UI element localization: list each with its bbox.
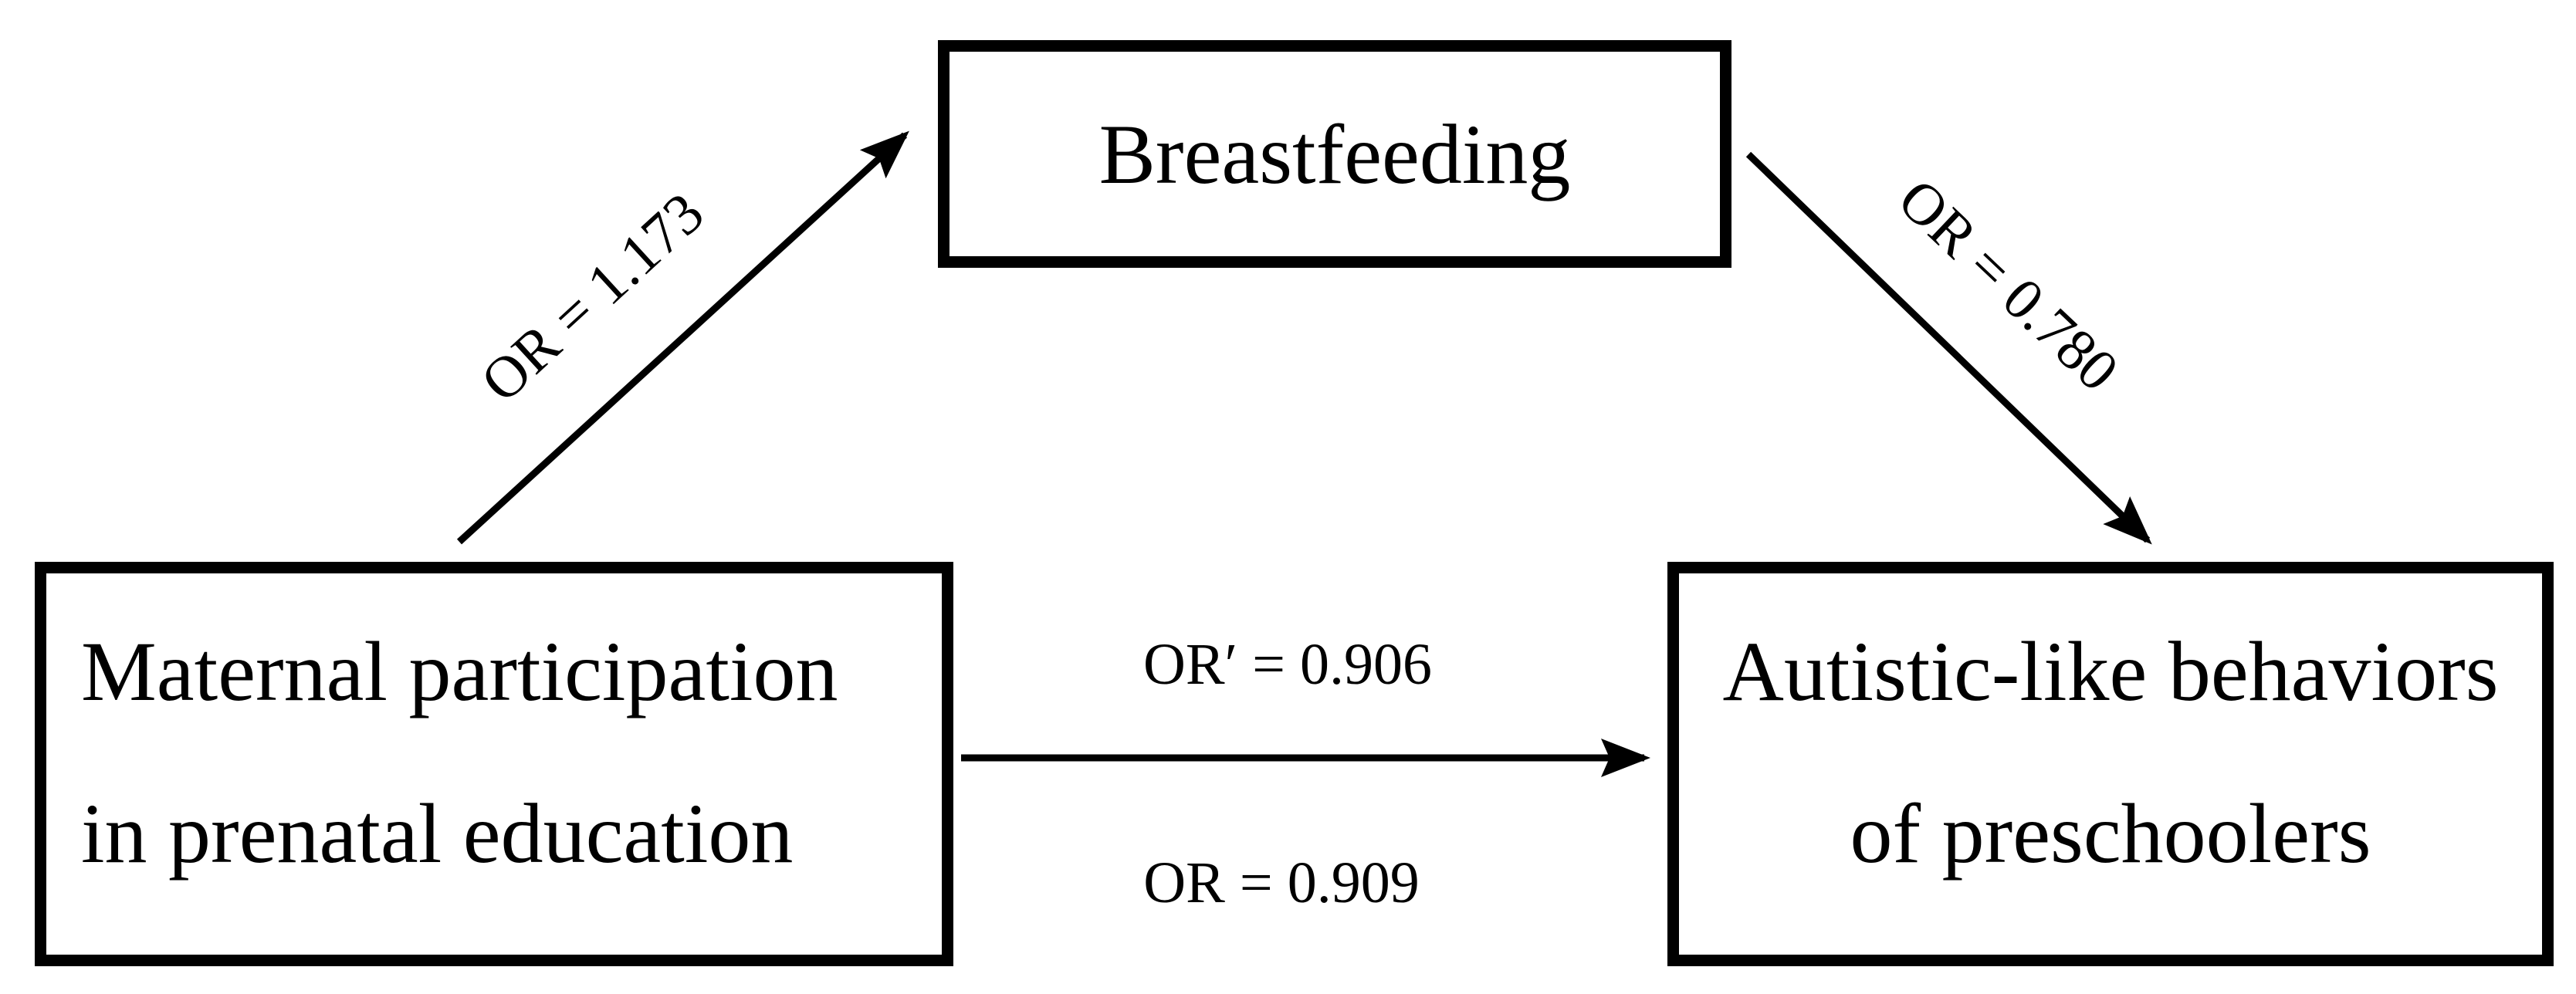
exposure-label-line-2: in prenatal education	[81, 786, 794, 881]
exposure-box: Maternal participation in prenatal educa…	[35, 562, 953, 966]
mediator-box: Breastfeeding	[938, 40, 1731, 268]
arrow-exposure-to-mediator	[456, 130, 909, 545]
arrow-mediator-to-outcome	[1745, 151, 2152, 545]
mediator-label: Breastfeeding	[1098, 106, 1571, 201]
edge-label-total-effect: OR = 0.909	[1143, 850, 1420, 916]
edge-label-direct-effect-adjusted: OR′ = 0.906	[1142, 632, 1433, 698]
exposure-label-line-1: Maternal participation	[81, 624, 838, 718]
outcome-label-line-1: Autistic-like behaviors	[1722, 624, 2499, 718]
outcome-box: Autistic-like behaviors of preschoolers	[1667, 562, 2554, 966]
outcome-label-line-2: of preschoolers	[1850, 786, 2371, 881]
